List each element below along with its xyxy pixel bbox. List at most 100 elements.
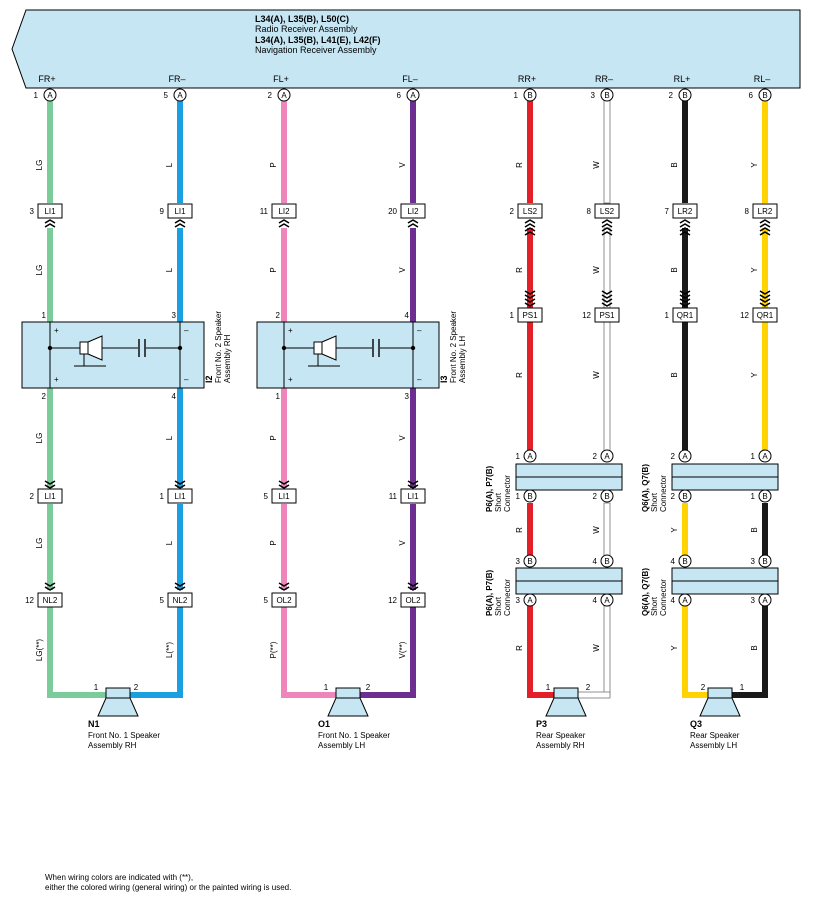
wire-label-seg4-2: P [269,540,278,545]
terminal-1-circle [173,88,187,102]
conn-row3-3-name: LI1 [407,492,419,501]
wire-label-seg5-1: L(**) [165,642,174,658]
conn-row1-4-pin: 2 [510,207,515,216]
speaker-0-pin-a: 1 [94,683,99,692]
conn-row1b-chevron-1 [601,231,613,236]
wire-label-seg2-2: P [269,267,278,272]
short-conn-0-bot-left-letter: B [527,492,532,501]
header-box [11,9,801,89]
conn-row4-0-box [37,592,63,608]
wire-label-seg1-1: L [165,162,174,167]
speaker-3-line1: Rear Speaker [690,731,740,740]
short-conn-2-pin-bl: 3 [516,596,521,605]
conn-row4-3-box [400,592,426,608]
wire-label-rear-mid-2: Y [670,527,679,533]
short-conn-1-pin-br: 1 [751,492,756,501]
terminal-signal-1: FR– [168,74,185,84]
conn-row3-chevron-3 [407,480,419,485]
header-line-3: L34(A), L35(B), L41(E), L42(F) [255,35,381,45]
wire-seg3-5 [603,321,611,455]
conn-row3-2-name: LI1 [278,492,290,501]
short-conn-3-top-left-letter: B [682,557,687,566]
short-conn-0-id: P6(A), P7(B) [485,465,494,512]
terminal-2-letter: A [281,91,287,100]
wire-label-seg1-5: W [592,161,601,169]
short-conn-3-top-right-circle [758,554,772,568]
terminal-4-letter: B [527,91,532,100]
wire-label-seg3-6: B [670,372,679,377]
conn-row4-chevron-2 [278,582,290,587]
conn-row1-chevron-7 [759,219,771,224]
speaker2-1-node-left [281,345,287,351]
speaker2-1-id: I3 [439,375,449,383]
conn-row4-1-pin: 5 [160,596,165,605]
speaker2-0-pin-top-right: 3 [172,311,177,320]
conn-row1-3-pin: 20 [388,207,397,216]
speaker2-1-pin-top-right: 4 [405,311,410,320]
speaker-3-pin-b: 1 [740,683,745,692]
short-conn-2-id: P6(A), P7(B) [485,569,494,616]
speaker-0-line2: Assembly RH [88,741,137,750]
conn-row1-0-name: LI1 [44,207,56,216]
conn-row1-6-pin: 7 [665,207,670,216]
conn-row1-7-name: LR2 [758,207,773,216]
terminal-signal-0: FR+ [38,74,55,84]
speaker-1-pin-b: 2 [366,683,371,692]
wire-label-seg1-7: Y [750,162,759,168]
wire-label-seg3-5: W [592,371,601,379]
short-conn-1-pin-tr: 1 [751,452,756,461]
conn-row1b-chevron-2 [679,231,691,236]
speaker2-0-pin-bot-right: 4 [172,392,177,401]
footnote: When wiring colors are indicated with (*… [45,873,291,893]
speaker-3-id: Q3 [690,719,702,729]
conn-row1b-chevron-1 [601,227,613,232]
short-conn-1-bot-left-circle [678,489,692,503]
conn-row1-3-box [400,203,426,219]
conn-row4-chevron-1 [174,586,186,591]
short-conn-3-pin-br: 3 [751,596,756,605]
wire-label-seg5-0: LG(**) [35,639,44,662]
short-conn-2-bot-left-letter: A [527,596,533,605]
conn-row1-3-name: LI2 [407,207,419,216]
conn-row1-2-name: LI2 [278,207,290,216]
terminal-pin-0: 1 [34,91,39,100]
speaker-3-cone [699,697,741,717]
terminal-1-letter: A [177,91,183,100]
speaker-0-pin-b: 2 [134,683,139,692]
conn-row4-chevron-0 [44,582,56,587]
conn-row2-2-box [672,307,698,323]
short-conn-2-pin-tr: 4 [593,557,598,566]
short-conn-2-pin-br: 4 [593,596,598,605]
wire-label-seg2-7: Y [750,267,759,273]
speaker-2-pin-a: 1 [546,683,551,692]
speaker2-1-plus-bottom: + [288,375,293,384]
wire-label-seg3-7: Y [750,372,759,378]
terminal-0-circle [43,88,57,102]
conn-row1-6-box [672,203,698,219]
conn-row1-5-box [594,203,620,219]
wire-label-seg1-6: B [670,162,679,167]
short-conn-3-line1: Short [650,596,659,616]
footnote-line-1: When wiring colors are indicated with (*… [45,873,194,882]
short-conn-0-line2: Connector [503,475,512,512]
conn-row1-5-pin: 8 [587,207,592,216]
conn-row1-0-pin: 3 [30,207,35,216]
header-line-2: Radio Receiver Assembly [255,24,358,34]
conn-row1-chevron-6 [679,219,691,224]
conn-row4-2-box [271,592,297,608]
short-conn-0-top-left-letter: A [527,452,533,461]
conn-row2-chevron-0 [524,302,536,307]
wire-label-seg2-1: L [165,267,174,272]
short-conn-0-bot-right-circle [600,489,614,503]
terminal-0-letter: A [47,91,53,100]
conn-row4-0-name: NL2 [43,596,58,605]
short-conn-0-pin-tr: 2 [593,452,598,461]
short-conn-1-pin-bl: 2 [671,492,676,501]
short-conn-1-top-right-letter: A [762,452,768,461]
terminal-3-letter: A [410,91,416,100]
conn-row2b-chevron-2 [679,294,691,299]
conn-row1-chevron-2 [278,219,290,224]
conn-row1-chevron-4 [524,219,536,224]
short-conn-0-top-left-circle [523,449,537,463]
conn-row3-chevron-1 [174,484,186,489]
